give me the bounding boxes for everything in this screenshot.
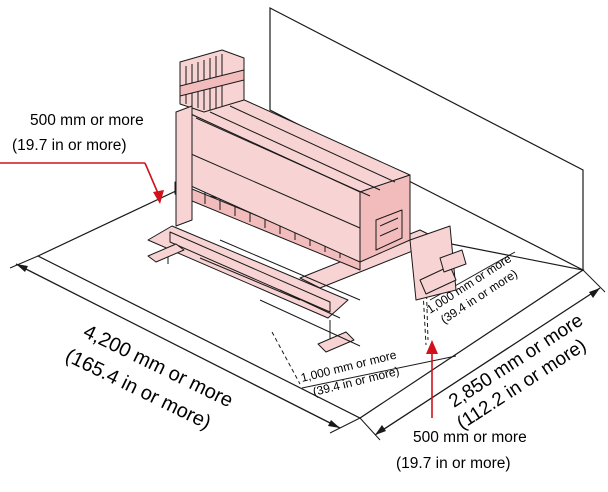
depth-dimension-line — [359, 269, 606, 441]
width-dimension-line — [9, 255, 361, 434]
bottom-clearance-in-label: (19.7 in or more) — [396, 455, 511, 472]
left-clearance-arrow — [0, 162, 164, 204]
printer — [147, 49, 467, 353]
left-clearance-mm-label: 500 mm or more — [30, 112, 144, 129]
bottom-clearance-mm-label: 500 mm or more — [413, 429, 527, 446]
left-clearance-in-label: (19.7 in or more) — [12, 137, 127, 154]
ink-tank-unit — [179, 49, 245, 113]
bottom-clearance-arrow — [426, 340, 438, 418]
